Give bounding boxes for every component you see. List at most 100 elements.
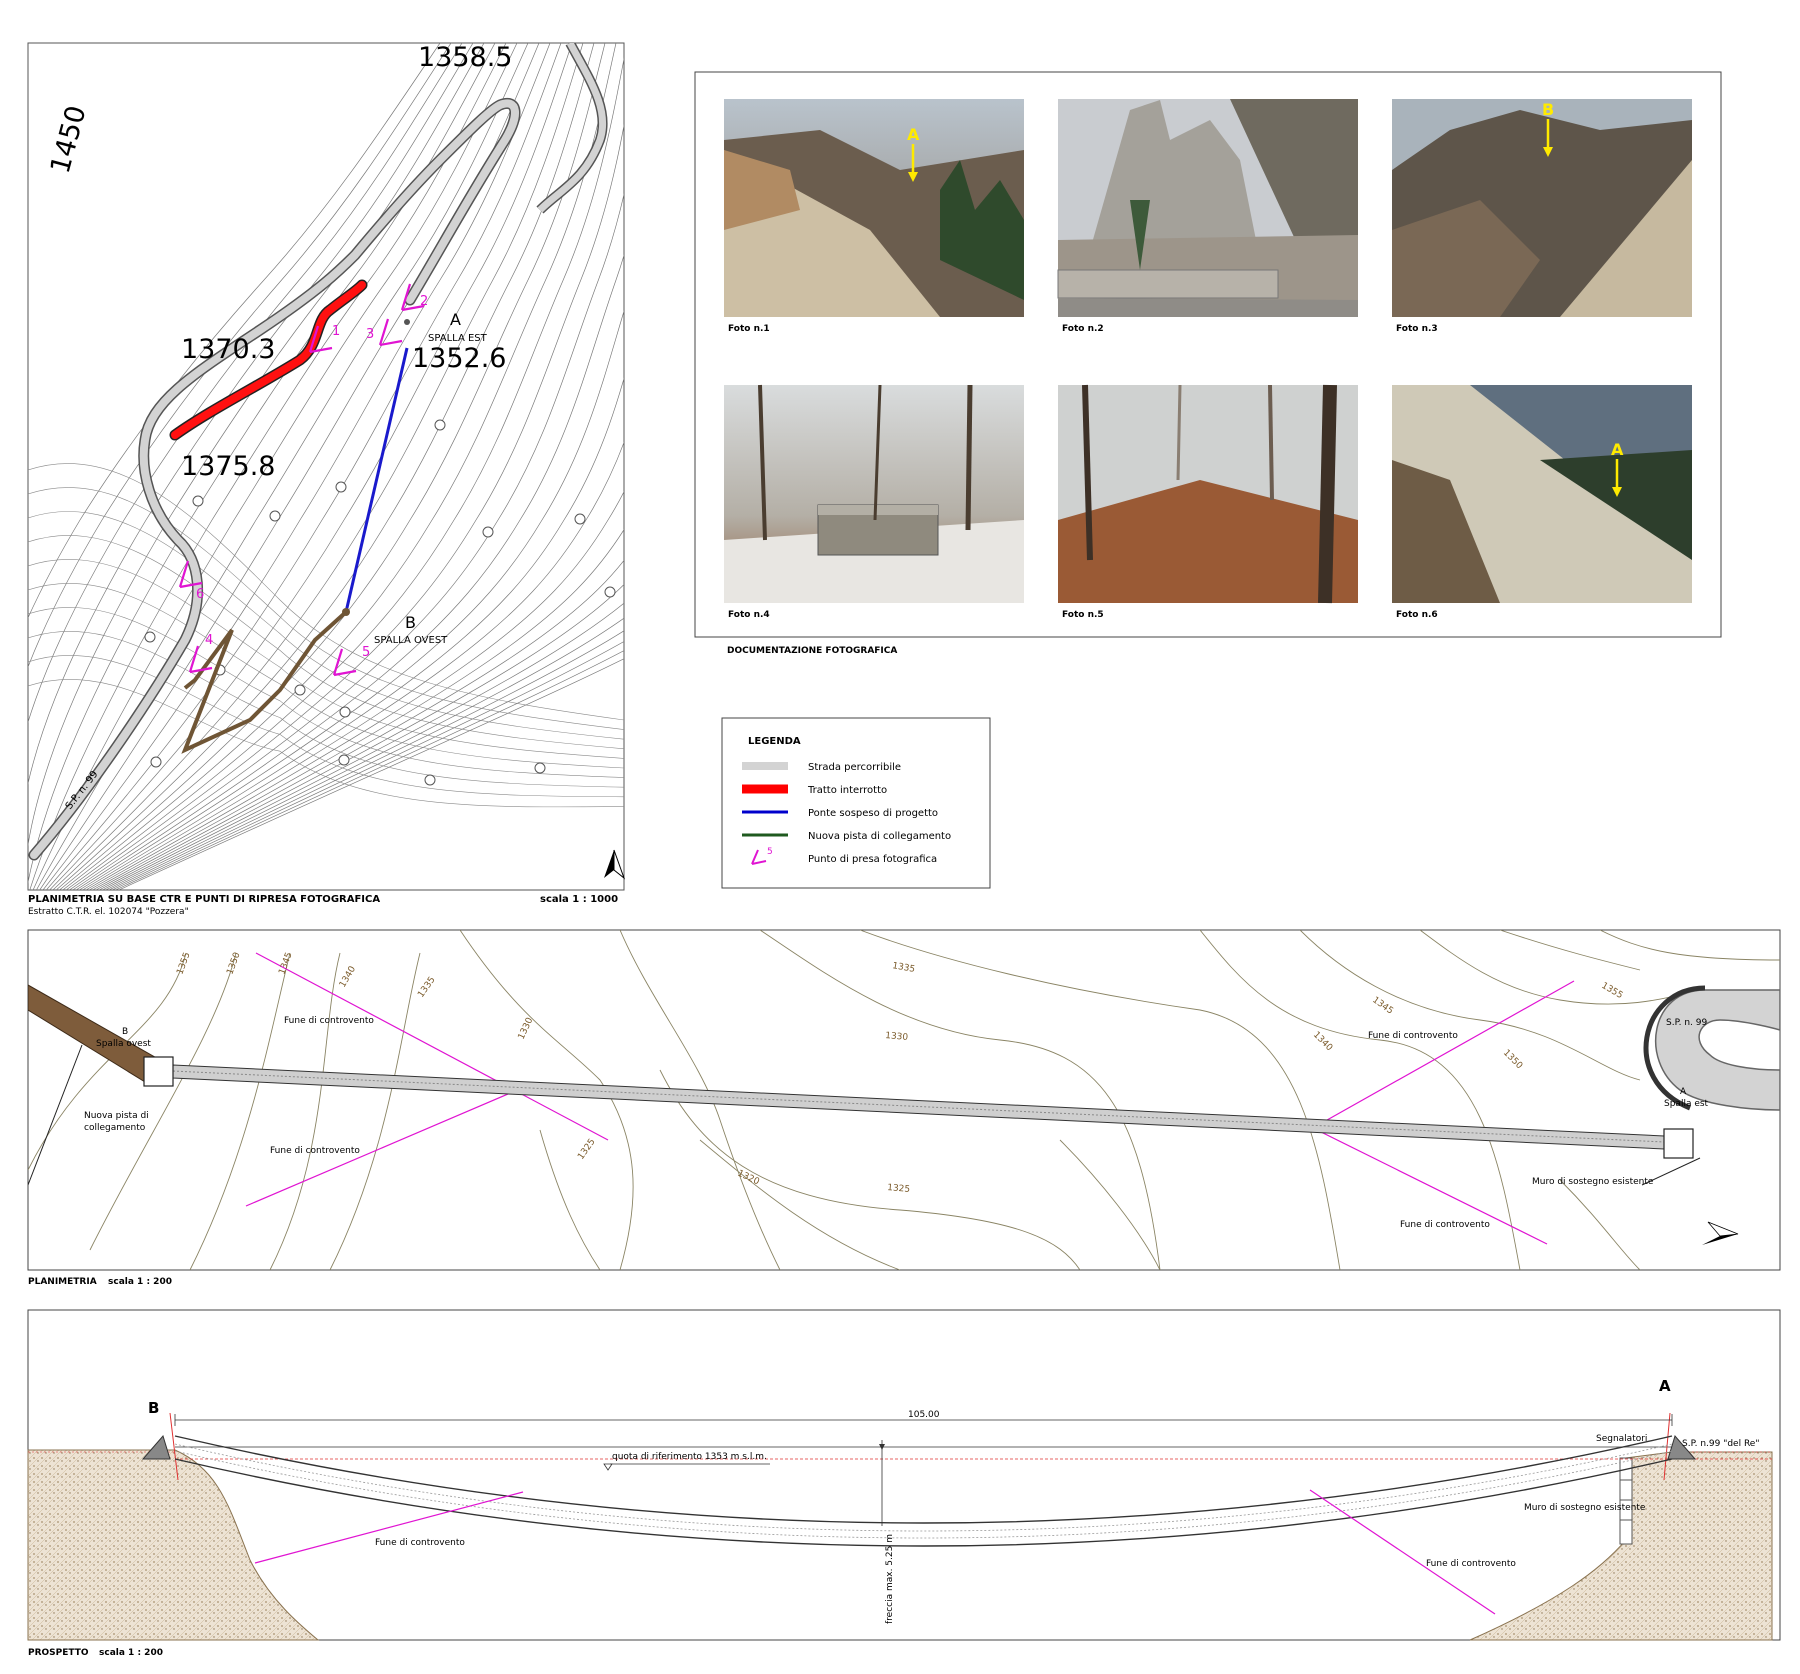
plan-fune-3: Fune di controvento — [1368, 1031, 1458, 1041]
nuova-pista — [181, 610, 348, 754]
plan-spalla-est: Spalla est — [1664, 1099, 1709, 1109]
tree-symbol — [150, 756, 162, 768]
contour-elevation-label: 1330 — [885, 1031, 909, 1043]
plan-map-caption-sub: Estratto C.T.R. el. 102074 "Pozzera" — [28, 907, 189, 917]
tree-symbol — [335, 481, 347, 493]
planimetria-north-icon — [1702, 1221, 1739, 1245]
photo-point-swatch — [751, 849, 767, 865]
contour-line — [79, 309, 624, 890]
contour-line — [28, 487, 624, 730]
contour-line — [28, 43, 452, 669]
photo-point-marker: 1 — [308, 324, 340, 354]
prosp-fune-line-2 — [1309, 1489, 1496, 1615]
prospetto: 105.00 B A quota di riferimento 1353 m s… — [27, 1309, 1781, 1658]
contour-line — [49, 43, 573, 890]
contour-line — [72, 192, 624, 890]
elev-1352: 1352.6 — [412, 343, 506, 374]
plan-b-label: B — [122, 1027, 128, 1037]
tree-symbol — [434, 419, 446, 431]
photo-point-marker: 5 — [332, 645, 370, 677]
tree-symbol — [574, 513, 586, 525]
legend-marker-number: 5 — [767, 847, 773, 857]
tree-symbol — [534, 762, 546, 774]
planimetria-caption: PLANIMETRIA — [28, 1277, 97, 1287]
contour-line — [52, 43, 584, 890]
prosp-b-label: B — [148, 1399, 159, 1417]
fune-line-2 — [245, 1090, 516, 1207]
legend-item: Nuova pista di collegamento — [742, 831, 951, 842]
fune-line-3 — [1319, 980, 1575, 1125]
legend-item: Ponte sospeso di progetto — [742, 808, 938, 819]
spalla-est-point — [404, 319, 410, 325]
point-b-label: B — [405, 613, 416, 632]
span-label: 105.00 — [908, 1410, 940, 1420]
spalla-est-block — [1663, 1128, 1694, 1159]
quota-label: quota di riferimento 1353 m s.l.m. — [612, 1452, 767, 1462]
contour-line — [46, 43, 562, 890]
tree-symbol — [269, 510, 281, 522]
planimetria-contour — [759, 930, 1161, 1270]
photo-point-marker: 6 — [178, 560, 204, 602]
contour-line — [28, 535, 624, 750]
photo-caption: Foto n.3 — [1396, 324, 1438, 334]
plan-spalla-ovest: Spalla ovest — [96, 1039, 151, 1049]
photo-point-number: 6 — [196, 587, 204, 602]
segnalatore-right — [1663, 1412, 1671, 1481]
spalla-ovest-block — [143, 1056, 174, 1087]
prosp-muro-label: Muro di sostegno esistente — [1524, 1503, 1646, 1513]
planimetria-contour — [189, 952, 291, 1270]
planimetria-contour — [1199, 930, 1521, 1270]
point-a-label: A — [450, 310, 461, 329]
segnalatore-left — [169, 1412, 179, 1481]
ponte-sospeso — [344, 347, 409, 613]
planimetria-contour — [619, 930, 781, 1270]
contour-line — [98, 583, 624, 890]
plan-fune-4: Fune di controvento — [1400, 1220, 1490, 1230]
contour-line — [28, 559, 624, 759]
planimetria-contour — [459, 930, 634, 1270]
legend-swatch — [742, 833, 788, 837]
photo-point-marker: 2 — [400, 283, 428, 312]
planimetria-contour — [1419, 930, 1701, 1005]
contour-line — [92, 529, 624, 890]
contour-line — [85, 441, 624, 890]
legend-label: Nuova pista di collegamento — [808, 831, 951, 842]
contour-line — [28, 511, 624, 740]
planimetria-contour — [1499, 930, 1641, 971]
plan-map-scale: scala 1 : 1000 — [540, 894, 618, 905]
planimetria-road — [1654, 989, 1780, 1111]
tree-symbol — [604, 586, 616, 598]
planimetria-contour — [859, 930, 1341, 1270]
legend-item: Strada percorribile — [742, 762, 901, 773]
segnalatori-label: Segnalatori — [1596, 1434, 1647, 1444]
photo-point-number: 3 — [366, 327, 374, 342]
legend-item: Tratto interrotto — [742, 784, 887, 796]
prospetto-frame — [27, 1309, 1781, 1641]
contour-line — [28, 43, 485, 848]
contour-elevation-label: 1325 — [887, 1183, 911, 1195]
fune-line-4 — [1314, 1128, 1548, 1245]
photo-marker-label: B — [1542, 100, 1554, 119]
contour-line — [62, 43, 617, 890]
contour-line — [32, 43, 518, 890]
planimetria-contour — [329, 952, 421, 1270]
spalla-est-label: SPALLA EST — [428, 333, 488, 344]
photo-caption: Foto n.2 — [1062, 324, 1104, 334]
muro-leader — [1641, 1157, 1701, 1186]
planimetria-contour — [269, 952, 341, 1270]
fune-line-1 — [255, 952, 609, 1141]
photo-marker-label: A — [907, 125, 920, 144]
legend-swatch — [742, 810, 788, 814]
spalla-ovest-point — [342, 608, 350, 616]
contour-lines — [28, 43, 624, 890]
contour-line — [118, 658, 624, 890]
photo-point-number: 2 — [420, 294, 428, 309]
photo-point-number: 4 — [205, 633, 213, 648]
photo-caption: Foto n.6 — [1396, 610, 1438, 620]
tree-symbol — [338, 754, 350, 766]
prosp-fune-2: Fune di controvento — [1426, 1559, 1516, 1569]
